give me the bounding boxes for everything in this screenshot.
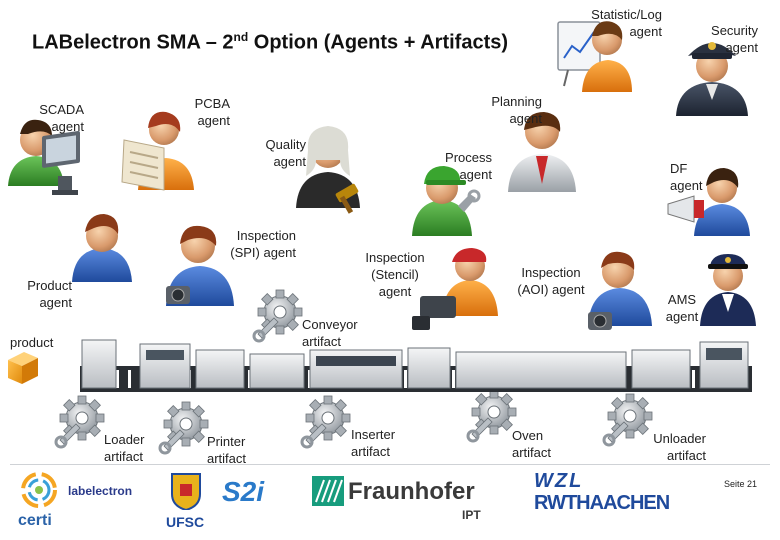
wzl-logo: WZL: [534, 470, 584, 492]
s2i-logo: S2i: [222, 476, 265, 507]
quality-agent-figure: [296, 126, 360, 214]
footer: Seite 21 certi labelectron UFSC S2i Frau…: [0, 464, 780, 540]
oven-artifact-label: Oven artifact: [512, 428, 552, 460]
statistic-agent-label: Statistic/Log agent: [591, 7, 662, 39]
ipt-logo-text: IPT: [462, 508, 481, 522]
conveyor-artifact-label: Conveyor artifact: [302, 317, 358, 349]
ufsc-logo-text: UFSC: [166, 514, 205, 530]
certi-logo-text: certi: [18, 512, 52, 529]
inspection-stencil-agent-figure: [412, 248, 498, 330]
pcba-agent-label: PCBA agent: [194, 96, 230, 128]
labelectron-logo: labelectron: [68, 484, 133, 498]
people-layer: [8, 21, 756, 330]
planning-agent-figure: [508, 112, 576, 192]
statistic-agent-figure: [557, 21, 632, 92]
process-agent-figure: [412, 166, 481, 236]
loader-artifact-label: Loader artifact: [104, 432, 145, 464]
fraunhofer-logo-text: Fraunhofer: [348, 478, 475, 505]
product-agent-label: Product agent: [27, 278, 72, 310]
inspection-aoi-agent-label: Inspection (AOI) agent: [517, 265, 585, 297]
page-number: Seite 21: [724, 479, 758, 489]
product-agent-figure: [72, 214, 132, 282]
scada-agent-label: SCADA agent: [39, 102, 84, 134]
slide-title: LABelectron SMA – 2nd Option (Agents + A…: [32, 30, 509, 54]
production-line: [8, 339, 752, 392]
product-cube-icon: [8, 352, 38, 384]
inspection-aoi-agent-figure: [588, 251, 652, 330]
inspection-spi-agent-figure: [166, 225, 234, 306]
printer-artifact-label: Printer artifact: [207, 434, 247, 466]
unloader-artifact-label: Unloader artifact: [653, 431, 706, 463]
df-agent-figure: [667, 168, 750, 236]
inserter-artifact-label: Inserter artifact: [351, 427, 396, 459]
rwth-logo: RWTHAACHEN: [534, 492, 670, 514]
pcba-agent-figure: [121, 111, 194, 191]
planning-agent-label: Planning agent: [491, 94, 542, 126]
inspection-stencil-agent-label: Inspection (Stencil) agent: [365, 250, 425, 299]
process-agent-label: Process agent: [445, 150, 492, 182]
quality-agent-label: Quality agent: [265, 137, 306, 169]
ams-agent-figure: [700, 254, 756, 326]
scada-agent-figure: [8, 119, 80, 195]
security-agent-label: Security agent: [711, 23, 758, 55]
fraunhofer-logo-icon: [312, 476, 344, 506]
df-agent-label: DF agent: [670, 161, 703, 193]
ufsc-crest-icon: [171, 473, 201, 510]
security-agent-figure: [676, 42, 748, 116]
inspection-spi-agent-label: Inspection (SPI) agent: [230, 228, 296, 260]
product-artifact-label: product: [10, 335, 54, 350]
ams-agent-label: AMS agent: [665, 292, 699, 324]
certi-logo: [21, 472, 57, 508]
